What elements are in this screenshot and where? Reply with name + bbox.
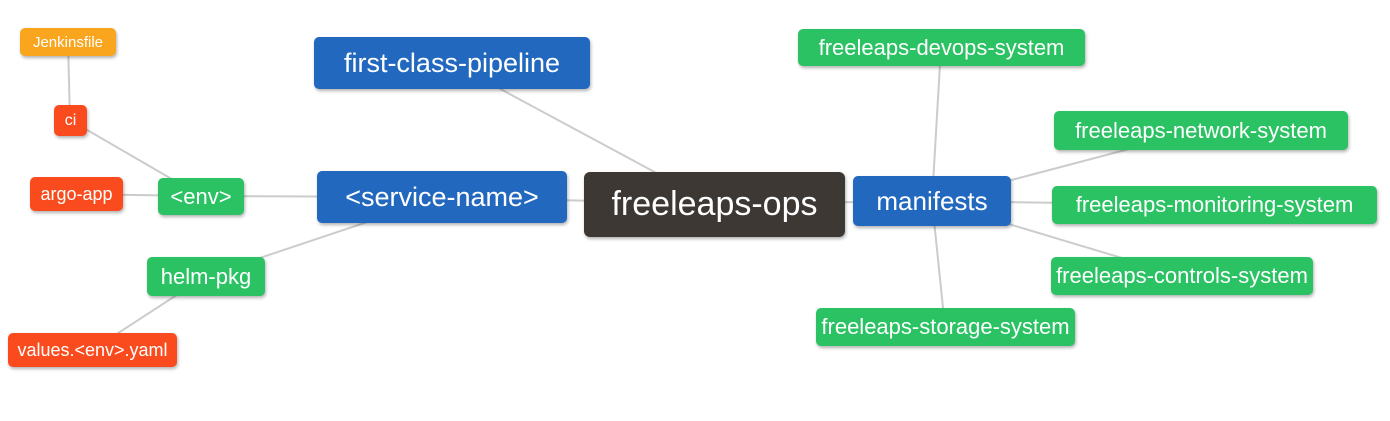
node-values-env-yaml[interactable]: values.<env>.yaml bbox=[8, 333, 177, 367]
node-jenkinsfile[interactable]: Jenkinsfile bbox=[20, 28, 116, 56]
node-freeleaps-storage-system[interactable]: freeleaps-storage-system bbox=[816, 308, 1075, 346]
node-ci[interactable]: ci bbox=[54, 105, 87, 136]
node-service-name[interactable]: <service-name> bbox=[317, 171, 567, 223]
node-argo-app[interactable]: argo-app bbox=[30, 177, 123, 211]
node-freeleaps-controls-system[interactable]: freeleaps-controls-system bbox=[1051, 257, 1313, 295]
node-freeleaps-network-system[interactable]: freeleaps-network-system bbox=[1054, 111, 1348, 150]
edge-manifests-devops bbox=[931, 46, 942, 202]
node-env[interactable]: <env> bbox=[158, 178, 244, 215]
node-freeleaps-devops-system[interactable]: freeleaps-devops-system bbox=[798, 29, 1085, 66]
node-first-class-pipeline[interactable]: first-class-pipeline bbox=[314, 37, 590, 89]
node-freeleaps-ops-root[interactable]: freeleaps-ops bbox=[584, 172, 845, 237]
node-freeleaps-monitoring-system[interactable]: freeleaps-monitoring-system bbox=[1052, 186, 1377, 224]
node-manifests[interactable]: manifests bbox=[853, 176, 1011, 226]
node-helm-pkg[interactable]: helm-pkg bbox=[147, 257, 265, 296]
